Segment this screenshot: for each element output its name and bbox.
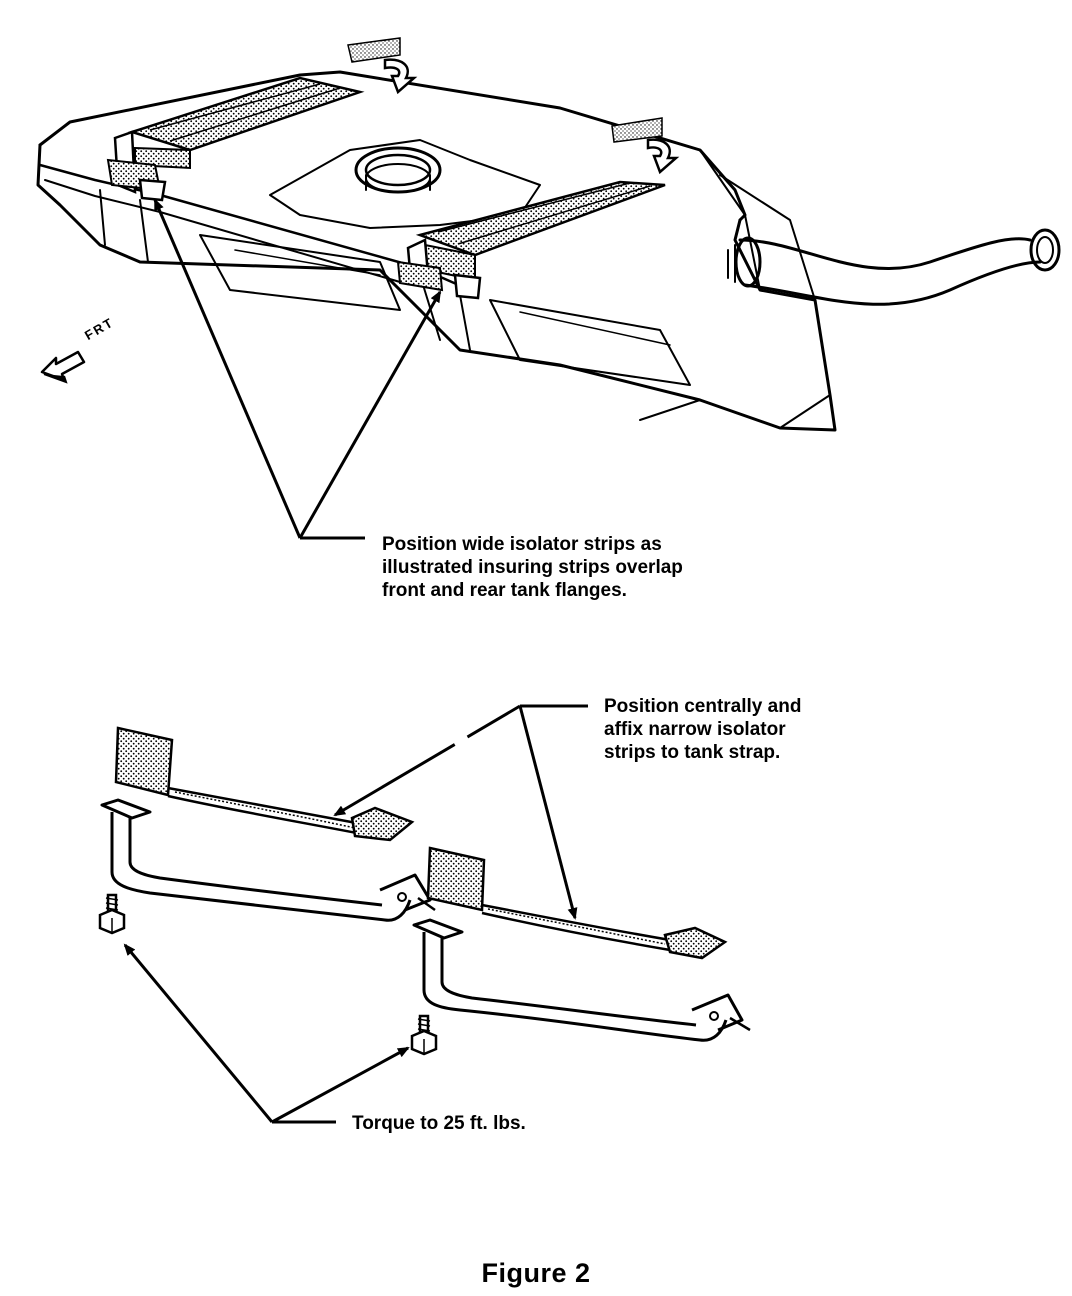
wide-strip-instruction-line: Position wide isolator strips as bbox=[382, 534, 662, 555]
bolt-right bbox=[410, 1014, 438, 1056]
tank-strap-lower bbox=[412, 918, 751, 1042]
narrow-strip-instruction: Position centrally and affix narrow isol… bbox=[604, 695, 801, 764]
rear-wide-isolator-strip bbox=[396, 180, 666, 300]
narrow-strip-instruction-line: strips to tank strap. bbox=[604, 742, 781, 763]
wide-strip-instruction: Position wide isolator strips as illustr… bbox=[382, 533, 683, 602]
wide-strip-instruction-line: illustrated insuring strips overlap bbox=[382, 557, 683, 578]
bolt-left bbox=[98, 893, 126, 935]
narrow-strip-instruction-line: Position centrally and bbox=[604, 696, 802, 717]
torque-leader-lines bbox=[123, 943, 410, 1124]
figure-caption: Figure 2 bbox=[481, 1258, 591, 1288]
wide-strip-leader-lines bbox=[153, 198, 442, 540]
narrow-strip-instruction-line: affix narrow isolator bbox=[604, 719, 786, 740]
wide-strip-instruction-line: front and rear tank flanges. bbox=[382, 580, 627, 601]
front-wide-isolator-strip bbox=[106, 76, 365, 202]
tank-strap-upper bbox=[100, 798, 436, 922]
filler-neck bbox=[727, 228, 1061, 306]
install-arrow-icon bbox=[347, 37, 680, 175]
narrow-isolator-strip-upper bbox=[114, 726, 415, 842]
torque-instruction: Torque to 25 ft. lbs. bbox=[352, 1113, 526, 1134]
pump-opening bbox=[354, 146, 442, 194]
narrow-strip-leader-lines bbox=[333, 704, 588, 920]
fuel-tank bbox=[36, 70, 837, 432]
narrow-isolator-strip-lower bbox=[426, 846, 728, 960]
front-arrow-icon bbox=[40, 350, 86, 384]
